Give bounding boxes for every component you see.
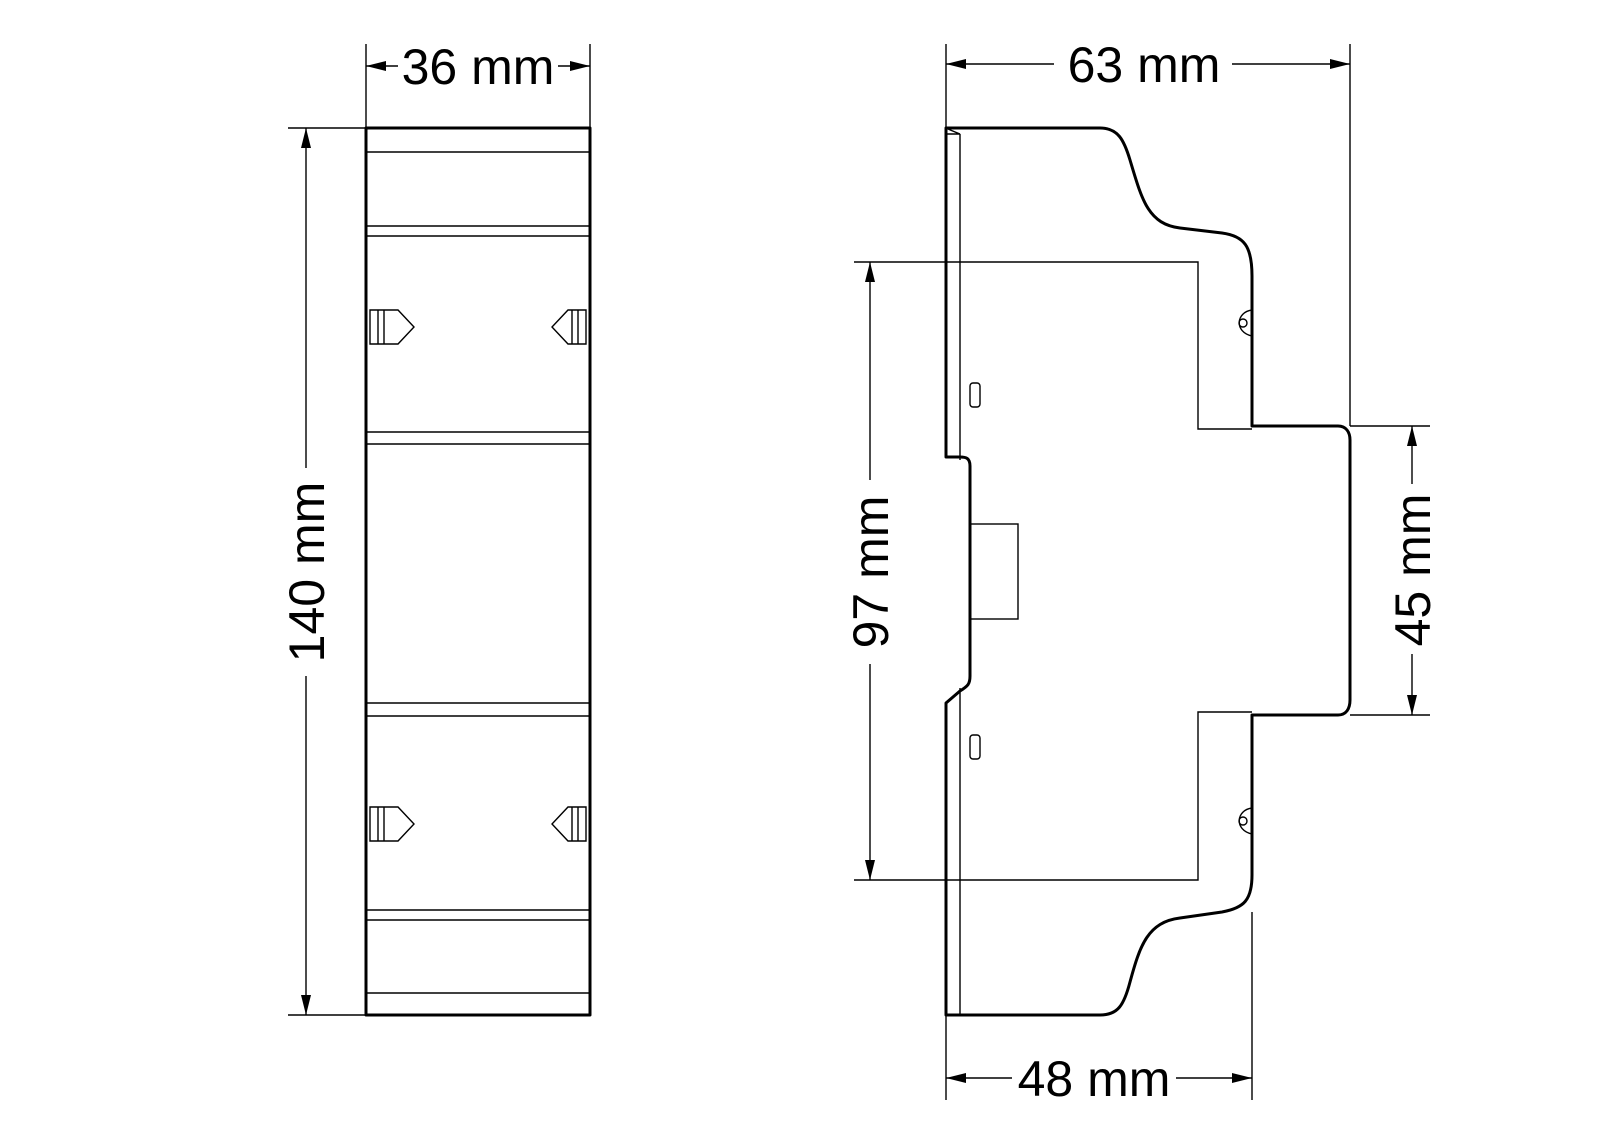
latch-right-lower-icon (551, 806, 587, 842)
side-inner-module-line (946, 261, 1252, 881)
screw-terminal-lower-icon (1238, 807, 1253, 835)
latch-left-upper-icon (369, 309, 415, 345)
slot-lower-icon (969, 734, 981, 760)
dimension-width-36: 36 mm (365, 39, 591, 128)
dimension-front-height-45: 45 mm (1350, 425, 1441, 716)
dimension-label-width: 36 mm (402, 39, 555, 95)
side-view: 63 mm 48 mm 97 mm 45 mm (843, 37, 1441, 1107)
slot-upper-icon (969, 382, 981, 408)
din-rail-clip (969, 523, 1019, 620)
top-edge-detail (945, 127, 961, 135)
latch-right-upper-icon (551, 309, 587, 345)
dimension-height-140: 140 mm (279, 127, 366, 1016)
front-view: 36 mm 140 mm (279, 39, 592, 1017)
screw-terminal-upper-icon (1238, 309, 1253, 337)
dimension-label-depth: 63 mm (1068, 37, 1221, 93)
dimension-body-height-97: 97 mm (843, 261, 946, 881)
dimension-label-front-height: 45 mm (1385, 494, 1441, 647)
front-module-dividers (366, 151, 590, 994)
dimension-label-body-height: 97 mm (843, 496, 899, 649)
side-housing-outline (944, 126, 1352, 1017)
dimension-depth-63: 63 mm (945, 37, 1351, 426)
dimension-label-height: 140 mm (279, 482, 335, 663)
dimension-label-rail-depth: 48 mm (1018, 1051, 1171, 1107)
latch-left-lower-icon (369, 806, 415, 842)
dimension-rail-depth-48: 48 mm (945, 912, 1253, 1107)
front-housing-outline (364, 126, 592, 1017)
